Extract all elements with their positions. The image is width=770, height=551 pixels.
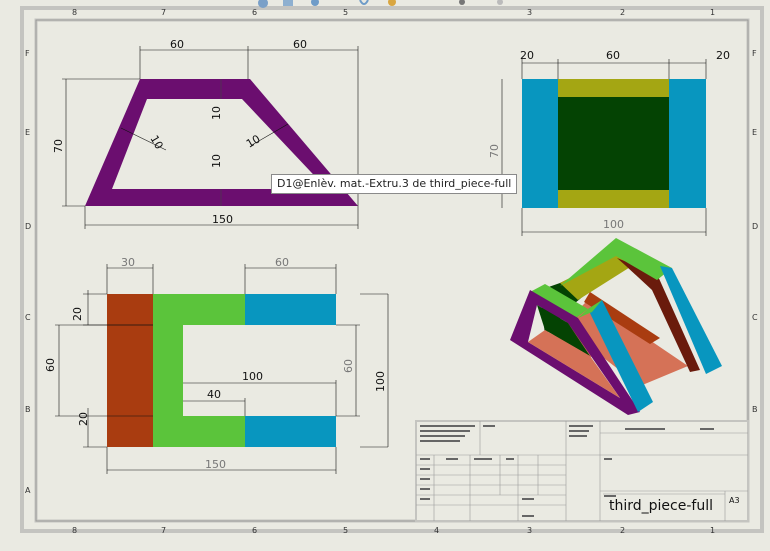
side-dim-right[interactable]: 20 — [716, 49, 730, 62]
top-dim-right-mid[interactable]: 60 — [342, 359, 355, 373]
front-dim-wall-right[interactable]: 10 — [244, 132, 263, 150]
side-top-strip — [558, 79, 669, 97]
sheet-outer-border — [20, 6, 764, 533]
col-label-bottom: 2 — [620, 526, 625, 535]
front-dim-wall-bottom[interactable]: 10 — [210, 154, 223, 168]
iso-olive-face — [560, 254, 635, 300]
col-label-bottom: 4 — [434, 526, 439, 535]
iso-blue-front-arm — [588, 300, 653, 412]
iso-salmon-inner — [528, 330, 620, 398]
top-dim-overall-height[interactable]: 100 — [374, 371, 387, 392]
pan-icon[interactable] — [359, 0, 369, 5]
side-dim-left[interactable]: 20 — [520, 49, 534, 62]
side-bottom-strip — [558, 190, 669, 208]
top-dim-bottom[interactable]: 150 — [205, 458, 226, 471]
col-label-top: 6 — [252, 8, 257, 17]
row-label-right: C — [752, 313, 758, 322]
row-label-right: B — [752, 405, 758, 414]
col-label-bottom: 7 — [161, 526, 166, 535]
row-label-left: F — [25, 49, 30, 58]
side-dim-middle[interactable]: 60 — [606, 49, 620, 62]
display-icon[interactable] — [388, 0, 396, 6]
col-label-bottom: 6 — [252, 526, 257, 535]
iso-green-top-back — [560, 238, 672, 286]
title-block-part-name: third_piece-full — [609, 498, 713, 514]
top-lower-arm — [153, 416, 245, 447]
title-block-fine-print — [420, 425, 714, 517]
col-label-top: 3 — [527, 8, 532, 17]
title-block-sheet-size: A3 — [729, 496, 740, 505]
col-label-bottom: 1 — [710, 526, 715, 535]
title-block — [415, 420, 749, 522]
row-label-right: D — [752, 222, 758, 231]
col-label-bottom: 3 — [527, 526, 532, 535]
top-upper-tip — [245, 294, 336, 325]
isometric-view[interactable] — [510, 238, 722, 415]
top-dim-left-top[interactable]: 20 — [71, 307, 84, 321]
top-dim-left-mid[interactable]: 60 — [44, 358, 57, 372]
top-dim-slot-inner[interactable]: 40 — [207, 388, 221, 401]
scene-icon[interactable] — [497, 0, 503, 5]
side-center-panel — [558, 97, 669, 190]
sheet-zone-labels: 8 7 6 5 3 2 1 8 7 6 5 4 3 2 1 F E D C B … — [25, 8, 758, 535]
front-dim-wall-top[interactable]: 10 — [210, 106, 223, 120]
front-dim-top-left[interactable]: 60 — [170, 38, 184, 51]
side-right-panel — [669, 79, 706, 208]
iso-purple-inner — [537, 305, 590, 356]
iso-green-tip — [578, 300, 602, 318]
front-dim-top-right[interactable]: 60 — [293, 38, 307, 51]
col-label-top: 7 — [161, 8, 166, 17]
front-dim-bottom[interactable]: 150 — [212, 213, 233, 226]
iso-rust-face — [617, 258, 700, 372]
side-dim-width[interactable]: 100 — [603, 218, 624, 231]
top-view[interactable]: 30 60 20 60 20 100 40 60 100 150 — [44, 256, 389, 474]
row-label-left: A — [25, 486, 31, 495]
rotate-icon[interactable] — [311, 0, 319, 6]
side-left-panel — [522, 79, 558, 208]
col-label-top: 8 — [72, 8, 77, 17]
iso-blue-right-arm — [660, 266, 722, 374]
top-upper-arm — [153, 294, 245, 325]
row-label-left: C — [25, 313, 31, 322]
top-dim-left-bottom[interactable]: 20 — [77, 412, 90, 426]
row-label-left: D — [25, 222, 31, 231]
iso-purple-frame — [510, 290, 640, 415]
row-label-right: E — [752, 128, 757, 137]
zoom-icon[interactable] — [258, 0, 268, 8]
col-label-top: 2 — [620, 8, 625, 17]
side-dim-height[interactable]: 70 — [488, 144, 501, 158]
top-dim-right-width[interactable]: 60 — [275, 256, 289, 269]
row-label-left: E — [25, 128, 30, 137]
view-icon[interactable] — [283, 0, 293, 6]
iso-green-top-front — [530, 284, 588, 318]
front-dim-height[interactable]: 70 — [52, 139, 65, 153]
top-dim-slot-depth[interactable]: 100 — [242, 370, 263, 383]
top-vertical-web — [153, 325, 183, 416]
appearance-icon[interactable] — [459, 0, 465, 5]
heads-up-toolbar[interactable] — [258, 0, 503, 8]
col-label-top: 5 — [343, 8, 348, 17]
col-label-bottom: 8 — [72, 526, 77, 535]
col-label-bottom: 5 — [343, 526, 348, 535]
row-label-left: B — [25, 405, 31, 414]
top-dim-left-width[interactable]: 30 — [121, 256, 135, 269]
col-label-top: 1 — [710, 8, 715, 17]
side-view[interactable]: 20 60 20 70 100 — [488, 49, 730, 236]
row-label-right: F — [752, 49, 757, 58]
front-dim-wall-left[interactable]: 10 — [147, 133, 165, 152]
top-lower-tip — [245, 416, 336, 447]
feature-tooltip: D1@Enlèv. mat.-Extru.3 de third_piece-fu… — [271, 174, 518, 194]
top-left-bar — [107, 294, 153, 447]
